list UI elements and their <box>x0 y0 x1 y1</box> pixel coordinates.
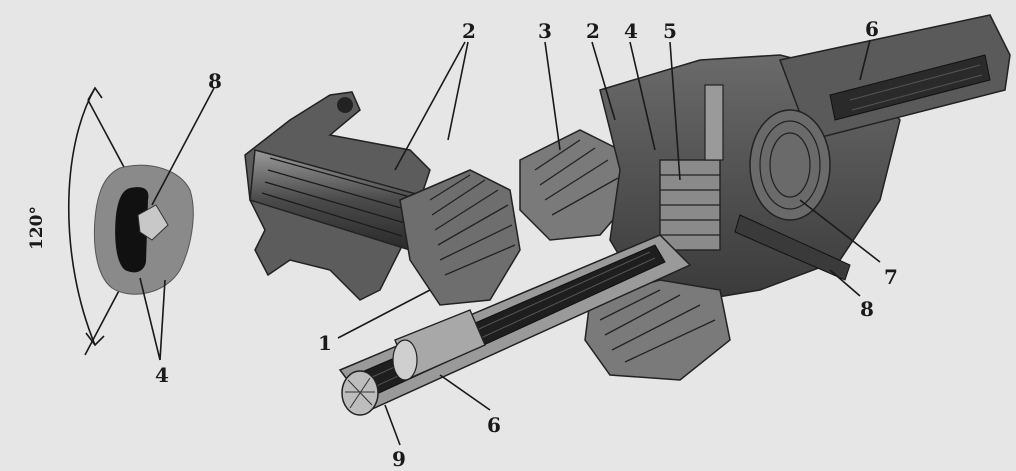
angle-label: 120° <box>27 206 47 250</box>
label-1: 1 <box>318 331 332 355</box>
cross-pin <box>704 84 724 161</box>
label-3: 3 <box>538 19 552 43</box>
part-labels: 120° 8 4 2 3 2 4 5 6 7 8 1 6 9 <box>27 17 898 471</box>
bracket-hole <box>337 97 353 113</box>
leader-8 <box>829 269 861 297</box>
label-5: 5 <box>663 19 677 43</box>
bevel-gear-3-teeth <box>534 139 619 216</box>
leader-5 <box>669 41 681 181</box>
clutch-ring-1 <box>759 120 821 210</box>
leader-4 <box>629 41 656 151</box>
leader-lines <box>337 39 881 446</box>
left-sleeve-end <box>392 339 418 381</box>
label-7: 7 <box>884 265 898 289</box>
label-6-top: 6 <box>865 17 879 41</box>
label-2-right: 2 <box>586 19 600 43</box>
angle-arrow-top <box>87 86 103 101</box>
label-detail-8: 8 <box>208 69 222 93</box>
cam-slot <box>115 187 149 273</box>
label-6-bottom: 6 <box>487 413 501 437</box>
cam-pin-section <box>137 204 169 241</box>
leader-detail-4a <box>139 277 161 361</box>
leader-6-top <box>859 39 871 81</box>
leader-2b <box>591 41 616 121</box>
cam-gear-teeth <box>660 174 720 236</box>
label-2-left: 2 <box>462 19 476 43</box>
clutch-pack <box>749 109 831 221</box>
leader-1 <box>337 289 431 339</box>
leader-7 <box>799 199 881 263</box>
angle-arrow-bottom <box>85 332 105 347</box>
lower-bevel-gear <box>584 279 731 381</box>
label-4: 4 <box>624 19 638 43</box>
drive-gear-teeth-left <box>429 174 516 276</box>
differential-assembly <box>244 14 1011 416</box>
leader-2a-2 <box>447 41 469 141</box>
clutch-ring-2 <box>769 132 811 198</box>
shaft-end-splines <box>345 377 375 409</box>
angle-arc <box>68 87 96 346</box>
actuating-pin <box>734 214 851 281</box>
leader-2a-1 <box>394 41 466 171</box>
cam-detail-view <box>68 86 215 361</box>
leader-6-bottom <box>439 374 491 411</box>
drive-bevel-gear-left <box>399 169 521 306</box>
leader-9 <box>384 404 401 446</box>
input-shaft-splines <box>261 157 411 237</box>
label-9: 9 <box>392 447 406 471</box>
lower-gear-teeth <box>599 289 716 363</box>
label-8: 8 <box>860 297 874 321</box>
leader-detail-8 <box>151 87 215 206</box>
right-output-shaft <box>829 54 991 121</box>
leader-3 <box>544 41 561 151</box>
right-shaft-splines <box>849 64 983 111</box>
leader-detail-4b <box>159 279 166 361</box>
label-detail-4: 4 <box>155 363 169 387</box>
